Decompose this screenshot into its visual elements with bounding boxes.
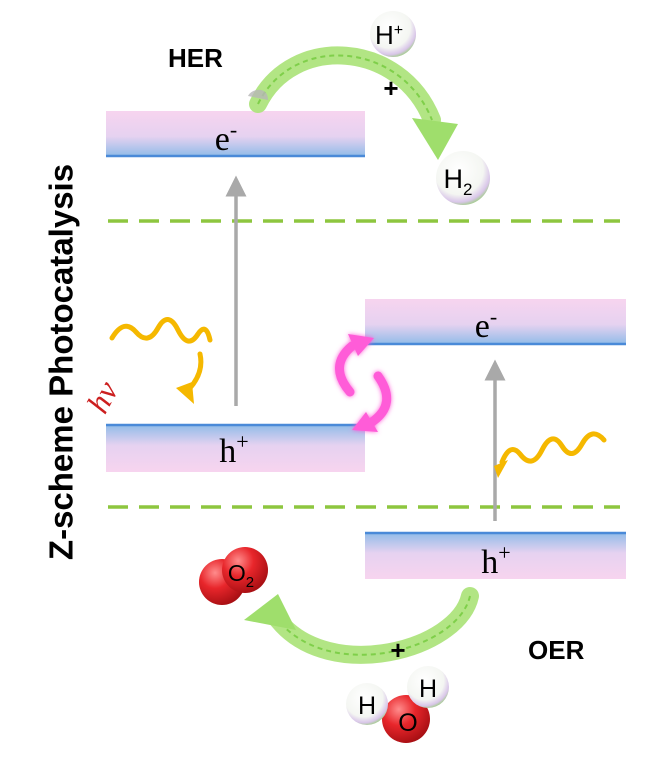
band-bottom-left: h+: [106, 423, 365, 472]
light-wave-right-icon: [494, 431, 607, 478]
oer-curved-arrow-icon: [244, 587, 479, 664]
light-wave-left-icon: [109, 317, 213, 404]
oer-plus-sign: +: [390, 635, 405, 665]
light-label: hv: [79, 374, 125, 418]
svg-text:O2: O2: [228, 560, 254, 591]
side-title: Z-scheme Photocatalysis: [43, 164, 80, 560]
band-label: e: [215, 121, 230, 158]
band-label: h: [481, 544, 498, 581]
band-charge: +: [236, 429, 248, 454]
water-hydrogen-left: H: [358, 692, 376, 720]
band-charge: -: [490, 304, 497, 329]
water-molecule: H H O: [346, 666, 449, 743]
svg-text:h+: h+: [481, 540, 510, 581]
water-oxygen: O: [398, 709, 417, 737]
her-plus-sign: +: [383, 73, 398, 103]
svg-text:H+: H+: [375, 20, 403, 50]
band-top-left: e-: [106, 111, 365, 158]
water-hydrogen-right: H: [419, 675, 437, 703]
band-label: h: [219, 433, 236, 470]
recombination-arrow-icon: [335, 334, 392, 432]
band-top-right: e-: [365, 299, 626, 346]
her-label: HER: [168, 43, 223, 73]
hydrogen-bubble: H2: [436, 151, 490, 205]
oxygen-molecule: O2: [199, 547, 268, 605]
oer-label: OER: [528, 635, 585, 665]
band-label: e: [475, 308, 490, 345]
proton-bubble: H+: [370, 11, 416, 57]
oxygen-subscript: 2: [246, 574, 254, 591]
band-bottom-right: h+: [365, 531, 626, 581]
oxygen-label: O: [228, 560, 246, 586]
band-charge: +: [498, 540, 510, 565]
band-charge: -: [230, 117, 237, 142]
svg-text:e-: e-: [475, 304, 497, 345]
hydrogen-subscript: 2: [463, 180, 472, 199]
her-curved-arrow-icon: [248, 46, 458, 160]
svg-text:e-: e-: [215, 117, 237, 158]
proton-label: H: [375, 20, 394, 50]
hydrogen-label: H: [444, 164, 464, 194]
svg-text:h+: h+: [219, 429, 248, 470]
svg-text:H2: H2: [444, 164, 473, 199]
proton-charge: +: [394, 22, 403, 39]
